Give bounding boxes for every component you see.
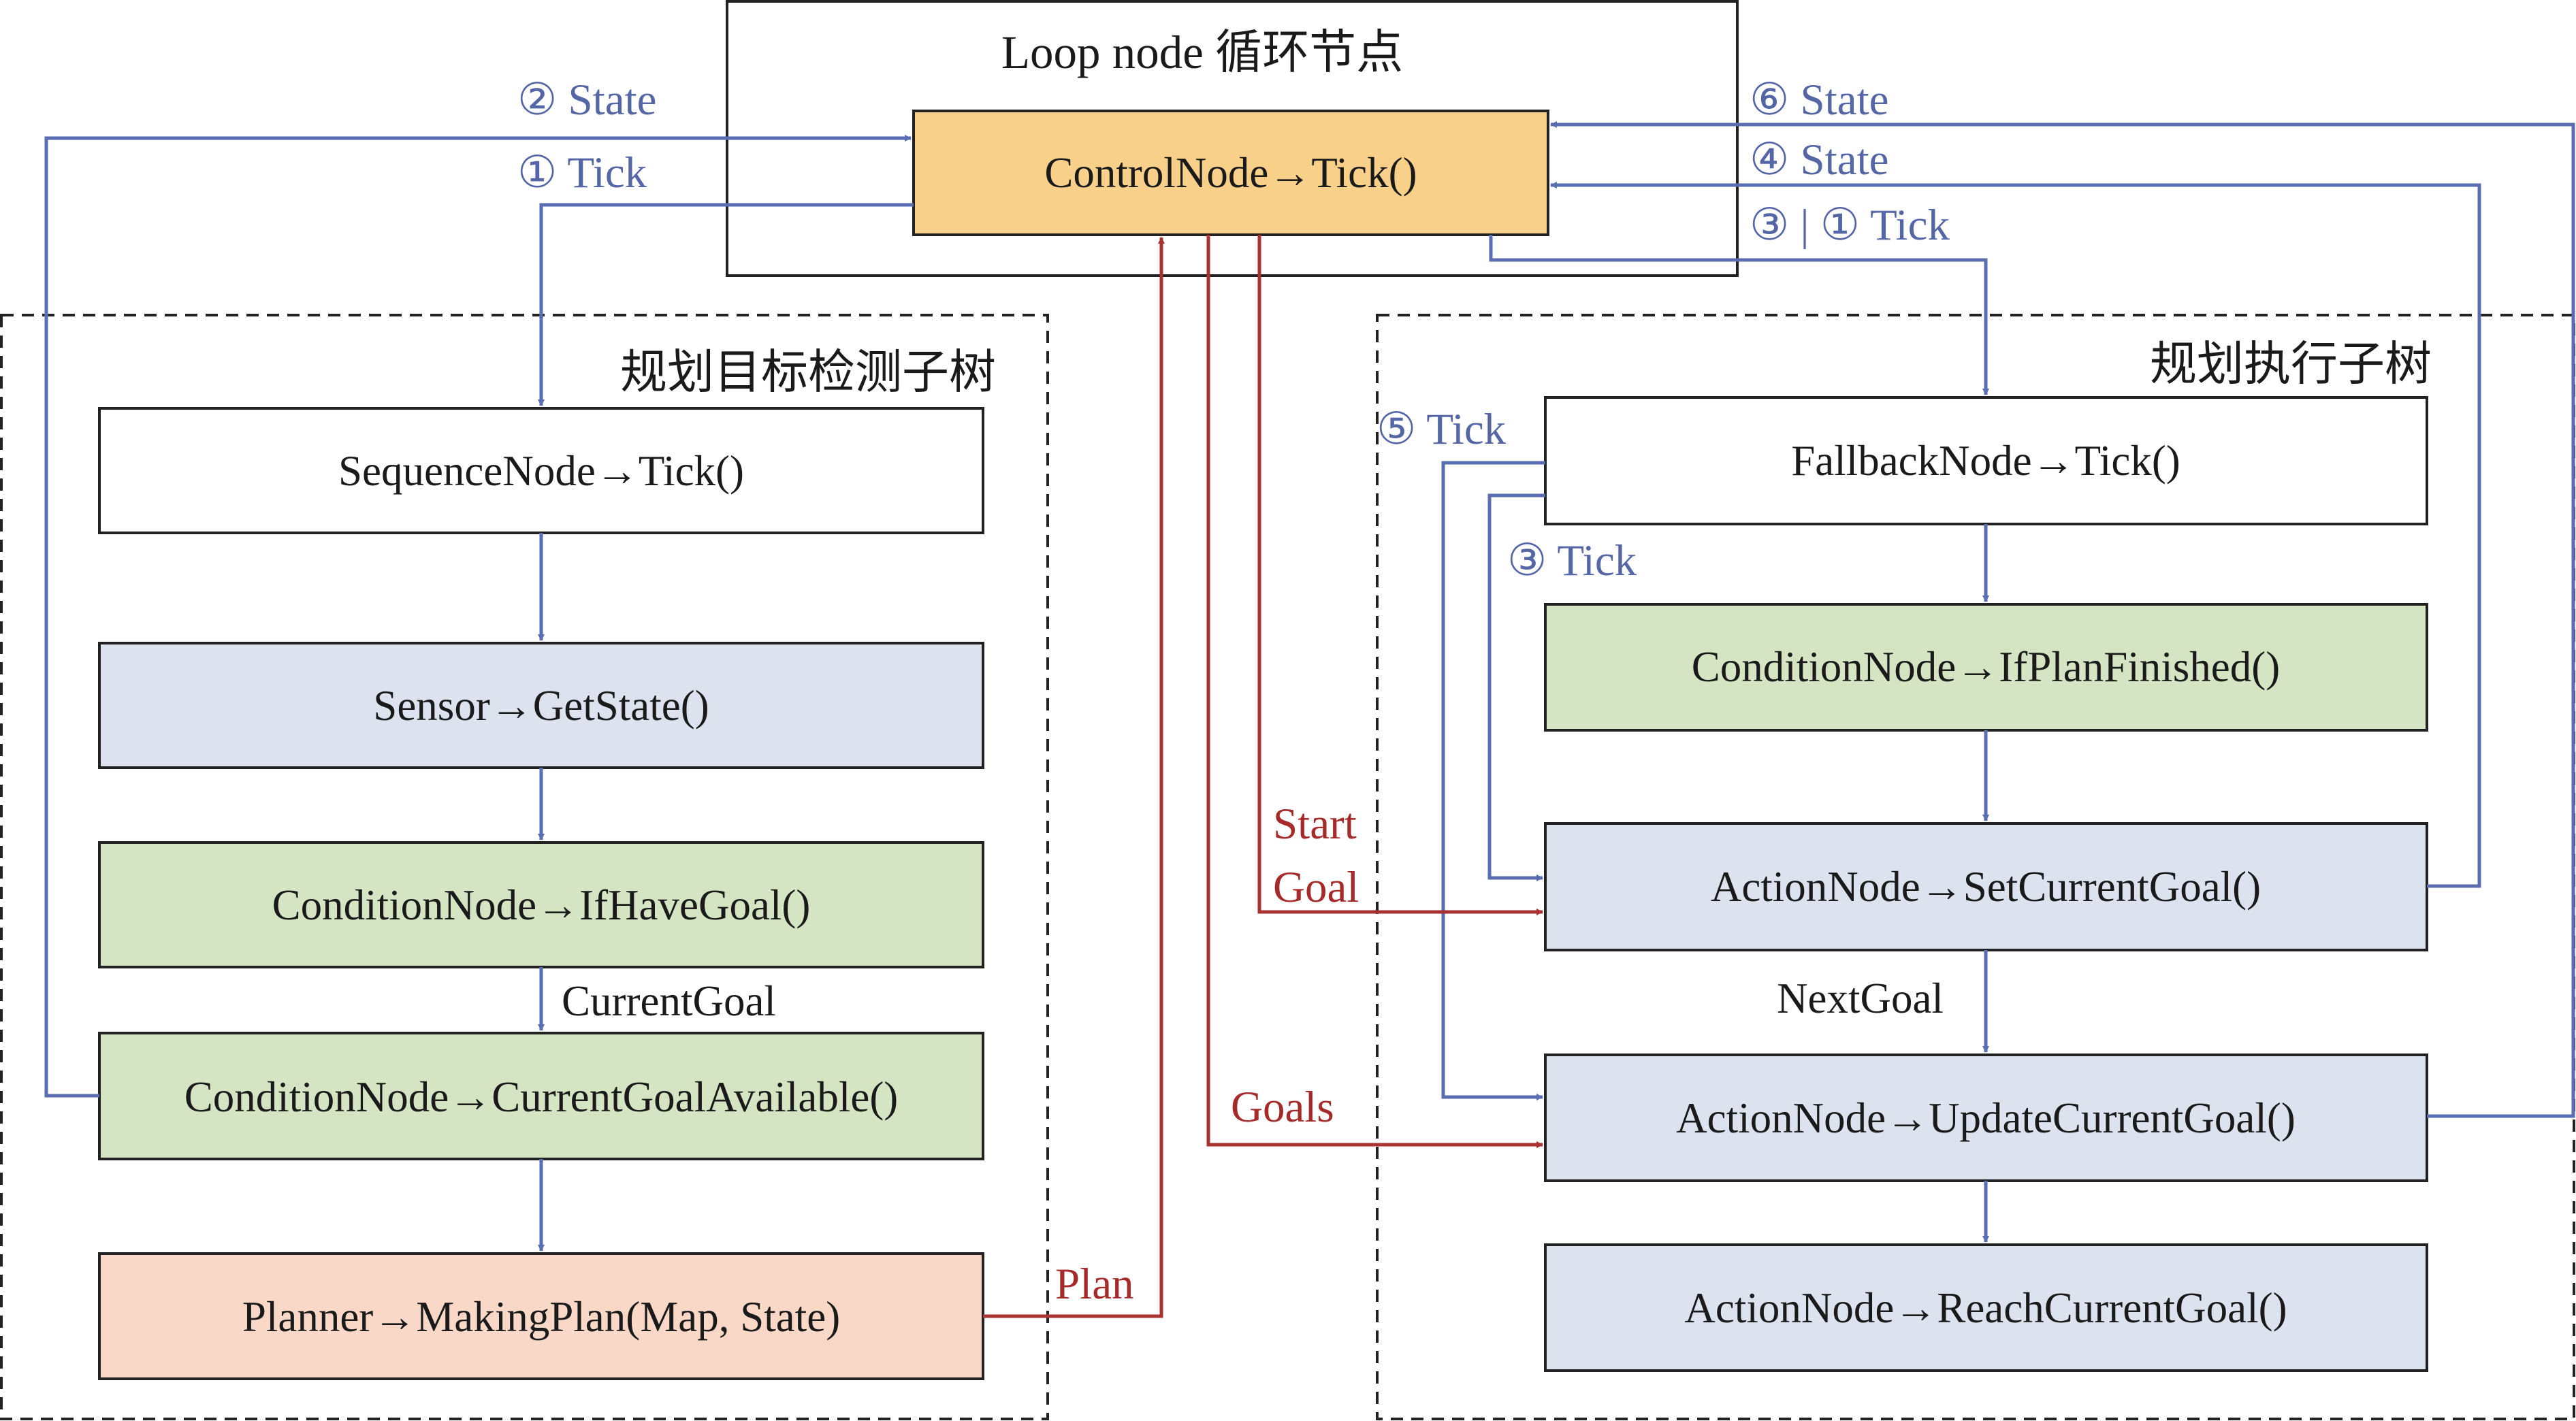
sensor-node-label: Sensor→GetState() [373, 682, 709, 730]
control-node-label: ControlNode→Tick() [1044, 149, 1417, 197]
if-plan-finished-node-label: ConditionNode→IfPlanFinished() [1692, 643, 2280, 691]
sequence-node-box [98, 407, 984, 534]
state-2-label: ② State [517, 76, 657, 125]
goals-arrow [1206, 235, 1543, 1148]
current-goal-available-node-label: ConditionNode→CurrentGoalAvailable() [184, 1073, 899, 1121]
set-current-goal-node-label: ActionNode→SetCurrentGoal() [1711, 863, 2261, 911]
fallback-node-box [1544, 396, 2428, 525]
goals-label: Goals [1231, 1083, 1334, 1132]
tick-1-arrow [538, 203, 914, 406]
state-6-label: ⑥ State [1750, 76, 1889, 125]
right-subtree-title: 规划执行子树 [2150, 338, 2432, 390]
current-goal-label: CurrentGoal [562, 977, 776, 1025]
planner-node-label: Planner→MakingPlan(Map, State) [242, 1293, 840, 1341]
state-4-label: ④ State [1750, 135, 1889, 184]
plan-arrow [983, 237, 1165, 1318]
state-2-arrow [44, 135, 912, 1098]
tick-3-label: ③ Tick [1507, 536, 1637, 585]
tick-3-1-arrow [1489, 235, 1989, 395]
right-subtree-box [1376, 314, 2575, 1420]
reach-current-goal-node-box [1544, 1243, 2428, 1372]
start-goal-label-line1: Start [1273, 800, 1357, 849]
state-6-arrow [1550, 121, 2575, 1118]
tick-1-label: ① Tick [517, 148, 647, 197]
planner-node-box [98, 1252, 984, 1380]
sequence-node-label: SequenceNode→Tick() [338, 447, 744, 495]
tick-5-label: ⑤ Tick [1376, 405, 1507, 454]
update-current-goal-node-label: ActionNode→UpdateCurrentGoal() [1676, 1094, 2296, 1142]
set-current-goal-node-box [1544, 822, 2428, 951]
tick-5-arrow [1441, 461, 1545, 1100]
loop-node-title: Loop node 循环节点 [1001, 27, 1403, 78]
plan-label: Plan [1055, 1260, 1134, 1309]
sensor-node-box [98, 642, 984, 769]
left-subtree-title: 规划目标检测子树 [620, 346, 996, 398]
control-node-box [912, 110, 1549, 236]
start-goal-arrow [1257, 235, 1543, 915]
left-subtree-box [0, 314, 1049, 1420]
if-have-goal-node-label: ConditionNode→IfHaveGoal() [272, 881, 811, 929]
fallback-node-label: FallbackNode→Tick() [1791, 437, 2180, 485]
next-goal-label: NextGoal [1777, 975, 1944, 1022]
update-current-goal-node-box [1544, 1054, 2428, 1182]
state-4-arrow [1550, 182, 2481, 888]
start-goal-label-line2: Goal [1273, 863, 1359, 912]
reach-current-goal-node-label: ActionNode→ReachCurrentGoal() [1684, 1284, 2287, 1332]
tick-3-1-label: ③ | ① Tick [1750, 201, 1950, 250]
tick-3-arrow [1487, 493, 1545, 881]
if-plan-finished-node-box [1544, 603, 2428, 732]
